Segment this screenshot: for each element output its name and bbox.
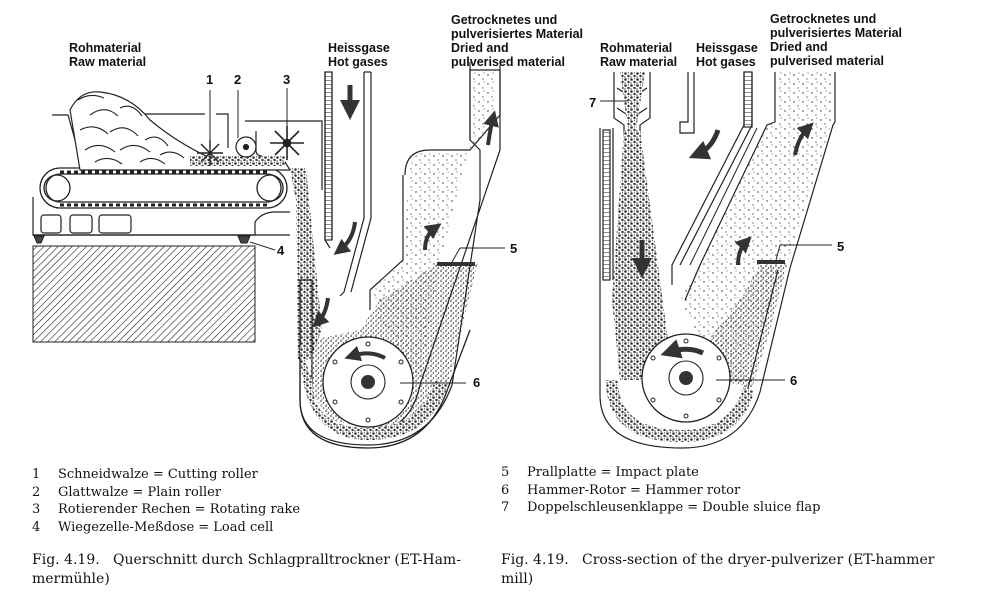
material-feed-stream [290,168,322,360]
caption-german-line-1: Fig. 4.19. Querschnitt durch Schlagprall… [32,552,461,568]
legend-item: 5 Prallplatte = Impact plate [501,464,820,482]
callout-7: 7 [589,95,597,110]
right-raw-material-label-de: Rohmaterial [600,41,673,55]
right-product-label-en-2: pulverised material [770,54,884,68]
callout-5-right: 5 [837,239,845,254]
legend-number: 1 [32,467,41,482]
raw-material-pile [69,91,292,171]
caption-german-line-2: mermühle) [32,571,110,587]
hammer-rotor [641,333,785,423]
right-product-label-en-1: Dried and [770,40,828,54]
foundation-block [32,245,256,343]
cutting-roller [197,90,223,166]
gas-flow-arrow [333,221,357,255]
legend-number: 7 [501,500,510,515]
legend-number: 4 [32,519,41,535]
rotating-rake [270,88,304,160]
legend-item: 2 Glattwalze = Plain roller [32,484,300,502]
left-raw-material-label-de: Rohmaterial [69,41,142,55]
legend-item: 7 Doppelschleusenklappe = Double sluice f… [501,499,820,517]
left-product-label-en-1: Dried and [451,41,509,55]
plain-roller [235,90,263,158]
legend-text: Wiegezelle-Meßdose = Load cell [58,519,274,535]
hot-gas-duct [321,71,372,297]
right-hot-gases-label-de: Heissgase [696,41,758,55]
legend-number: 2 [32,484,41,500]
product-exit-arrow [793,122,814,156]
legend-text: Schneidwalze = Cutting roller [58,467,258,482]
hot-gas-arrow [688,129,721,160]
right-product-label-de-2: pulverisiertes Material [770,26,903,40]
callout-5-left: 5 [510,241,518,256]
legend-item: 1 Schneidwalze = Cutting roller [32,466,300,484]
caption-english-line-1: Fig. 4.19. Cross-section of the dryer-pu… [501,552,935,568]
legend-text: Doppelschleusenklappe = Double sluice fl… [527,500,821,515]
caption-german: Fig. 4.19. Querschnitt durch Schlagprall… [32,551,461,589]
right-hot-gases-label-en: Hot gases [696,55,756,69]
legend-item: 4 Wiegezelle-Meßdose = Load cell [32,519,300,537]
callout-6-right: 6 [790,373,798,388]
caption-english-line-2: mill) [501,571,534,587]
callout-3: 3 [283,72,291,87]
legend-right: 5 Prallplatte = Impact plate 6 Hammer-Roto… [501,464,820,517]
callout-1: 1 [206,72,214,87]
right-dryer-diagram [599,71,836,449]
left-raw-material-label-en: Raw material [69,55,147,69]
dust-flow-arrow [734,236,752,266]
callout-2: 2 [234,72,242,87]
load-cell [33,235,251,244]
legend-number: 5 [501,465,510,480]
callout-6-left: 6 [473,375,481,390]
legend-text: Rotierender Rechen = Rotating rake [58,502,301,517]
right-raw-material-label-en: Raw material [600,55,678,69]
legend-number: 6 [501,482,510,498]
left-product-label-de-2: pulverisiertes Material [451,27,584,41]
right-product-label-de-1: Getrocknetes und [770,12,877,26]
legend-item: 6 Hammer-Rotor = Hammer rotor [501,482,820,500]
product-exit-arrow [483,110,499,146]
left-product-label-de-1: Getrocknetes und [451,13,558,27]
left-product-label-en-2: pulverised material [451,55,565,69]
conveyor-frame [32,197,290,236]
hammer-rotor [322,336,466,428]
legend-left: 1 Schneidwalze = Cutting roller 2 Glattwal… [32,466,300,536]
dust-flow-arrow [423,223,442,251]
legend-text: Glattwalze = Plain roller [58,484,222,500]
legend-number: 3 [32,502,41,517]
legend-text: Prallplatte = Impact plate [527,465,699,480]
left-hot-gases-label-en: Hot gases [328,55,388,69]
belt-conveyor [39,167,288,209]
callout-4: 4 [277,243,285,258]
caption-english: Fig. 4.19. Cross-section of the dryer-pu… [501,551,934,589]
legend-text: Hammer-Rotor = Hammer rotor [527,482,741,498]
legend-item: 3 Rotierender Rechen = Rotating rake [32,501,300,519]
material-flow-arrow [312,297,330,328]
left-hot-gases-label-de: Heissgase [328,41,390,55]
impact-plate [437,247,505,266]
